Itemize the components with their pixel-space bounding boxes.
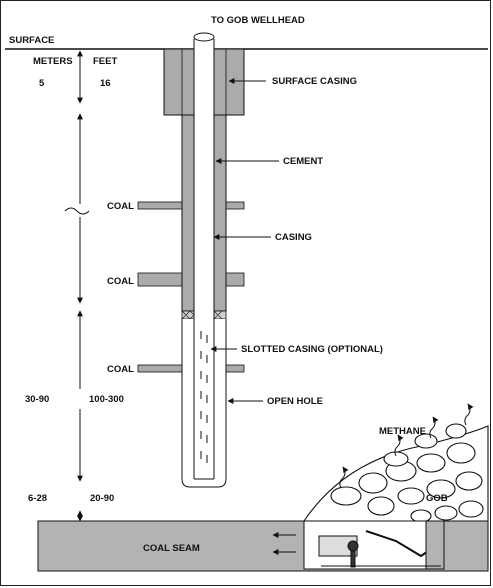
casing-label: CASING — [275, 232, 312, 243]
depth-meters-2: 30-90 — [25, 394, 49, 405]
depth-feet-3: 20-90 — [90, 493, 114, 504]
methane-squiggles — [339, 403, 474, 489]
casing-top — [193, 32, 215, 42]
depth-feet-2: 100-300 — [89, 394, 124, 405]
surface-casing-label: SURFACE CASING — [272, 76, 357, 87]
depth-feet-1: 16 — [100, 78, 111, 89]
depth-meters-1: 5 — [39, 78, 45, 89]
methane-label: METHANE — [379, 426, 426, 437]
cement-label: CEMENT — [283, 156, 323, 167]
coal-label-1: COAL — [107, 201, 134, 212]
coal-seam-label: COAL SEAM — [143, 543, 200, 554]
gob-rubble — [302, 423, 489, 523]
longwall-equipment — [303, 520, 445, 570]
callout-arrows — [210, 78, 279, 404]
break-symbol — [64, 207, 90, 215]
coal-seam-arrows — [272, 532, 296, 555]
feet-header: FEET — [93, 56, 117, 67]
gob-label: GOB — [426, 493, 448, 504]
dimension-arrows — [64, 50, 90, 522]
open-hole-label: OPEN HOLE — [267, 396, 323, 407]
wellhead-label: TO GOB WELLHEAD — [211, 15, 305, 26]
meters-header: METERS — [33, 56, 73, 67]
slotted-casing-label: SLOTTED CASING (OPTIONAL) — [241, 344, 383, 355]
coal-label-2: COAL — [107, 276, 134, 287]
casing-slots — [200, 331, 208, 463]
depth-meters-3: 6-28 — [28, 493, 47, 504]
coal-label-3: COAL — [107, 364, 134, 375]
surface-label: SURFACE — [9, 35, 54, 46]
